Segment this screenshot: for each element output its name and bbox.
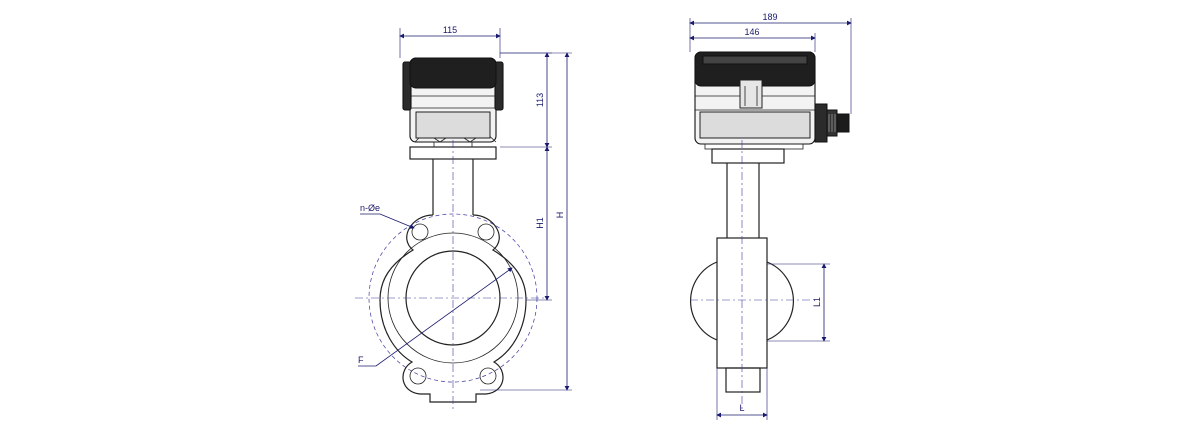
dim-115-label: 115	[443, 25, 457, 35]
front-actuator	[402, 57, 504, 143]
dim-actuator-height: 113	[500, 52, 552, 148]
side-mount-plate	[704, 143, 804, 150]
side-actuator	[694, 51, 816, 145]
bolt-hole-top-left	[411, 223, 429, 241]
dim-189-label: 189	[762, 12, 777, 22]
dim-h1-label: H1	[535, 217, 545, 229]
side-disc	[690, 261, 794, 341]
bolt-hole-bottom-left	[409, 367, 427, 385]
dim-h: H	[480, 52, 572, 391]
front-neck	[432, 159, 474, 215]
side-cable-gland	[814, 103, 850, 143]
dim-l-label: L	[739, 403, 744, 413]
dim-side-actuator-width: 146	[689, 27, 816, 52]
dim-l1: L1	[767, 263, 830, 342]
dim-l1-label: L1	[812, 297, 822, 307]
side-view: 189 146 L1 L	[689, 12, 852, 420]
dim-113-label: 113	[535, 93, 545, 107]
dim-side-total-width: 189	[689, 12, 852, 114]
leader-bolt-hole: n-Øe	[360, 203, 415, 229]
bolt-hole-top-right	[477, 223, 495, 241]
dim-front-width: 115	[399, 25, 501, 58]
side-bottom-boss	[725, 367, 761, 393]
flange-label: F	[358, 355, 364, 365]
side-top-flange	[711, 148, 785, 164]
dim-h-label: H	[555, 212, 565, 219]
leader-flange: F	[358, 267, 513, 367]
front-view: 115 113 H1 H n-Øe	[355, 25, 572, 410]
bolt-hole-bottom-right	[479, 367, 497, 385]
dim-h1: H1	[526, 146, 552, 301]
dim-146-label: 146	[744, 27, 759, 37]
side-neck	[726, 163, 760, 238]
dim-l: L	[716, 368, 768, 420]
bolt-hole-label: n-Øe	[360, 203, 380, 213]
